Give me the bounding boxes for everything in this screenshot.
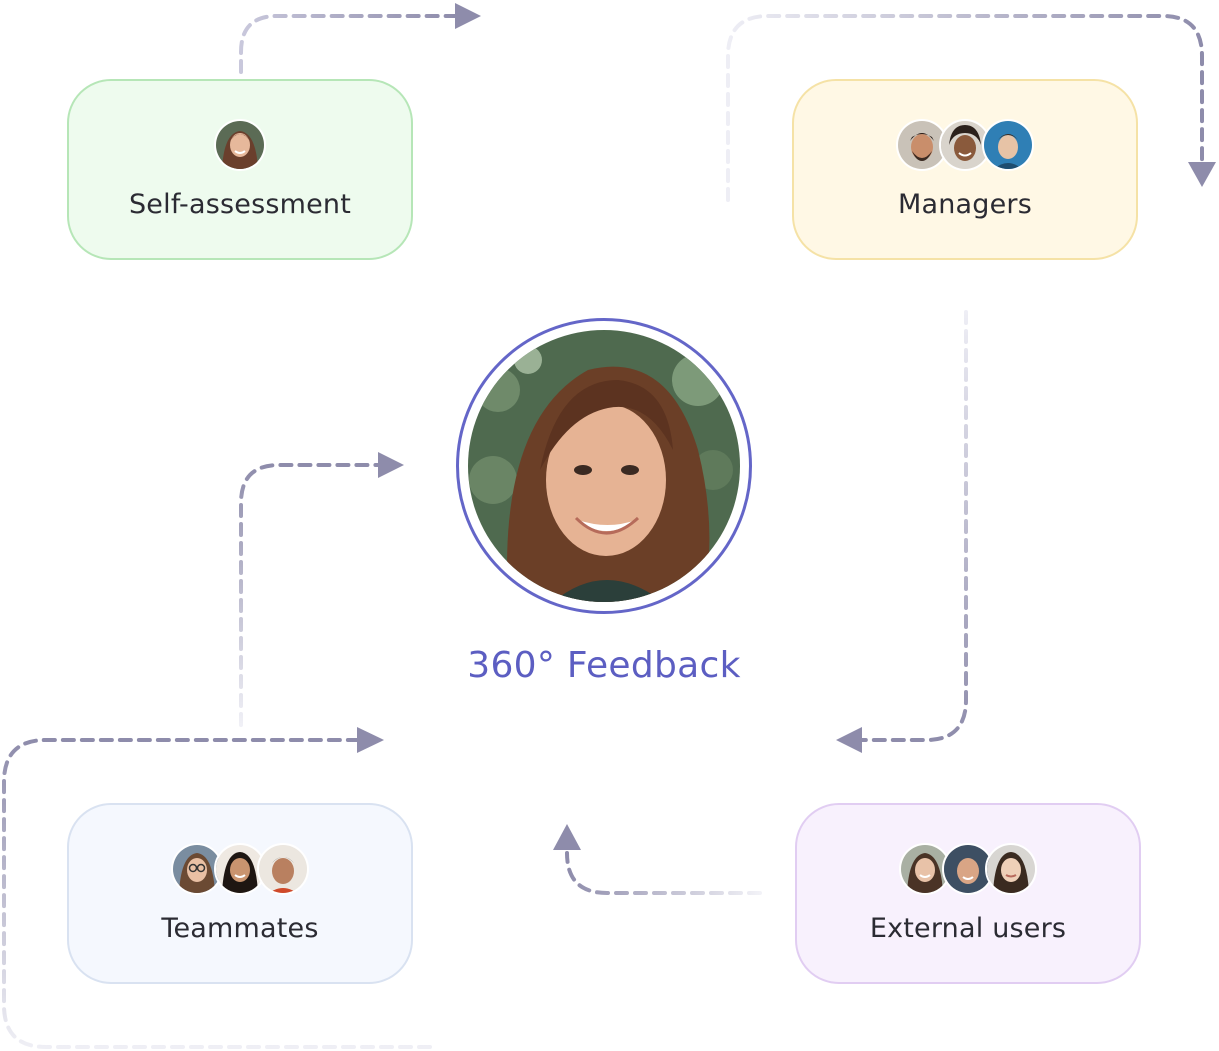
connector-team-center xyxy=(239,463,380,727)
avatar xyxy=(982,119,1034,171)
center-avatar xyxy=(456,318,752,614)
avatar xyxy=(257,843,309,895)
avatar xyxy=(896,119,948,171)
avatar xyxy=(214,119,266,171)
avatar-group xyxy=(797,843,1139,895)
diagram-title: 360° Feedback xyxy=(467,645,741,686)
avatar-group xyxy=(69,843,411,895)
node-managers: Managers xyxy=(792,79,1138,260)
arrowhead-team-center xyxy=(378,452,404,478)
node-external-users: External users xyxy=(795,803,1141,984)
avatar xyxy=(214,843,266,895)
connector-managers-center xyxy=(860,310,968,742)
node-label: Teammates xyxy=(161,913,319,944)
connector-self xyxy=(239,14,457,74)
node-label: External users xyxy=(869,913,1067,944)
avatar-group xyxy=(794,119,1136,171)
avatar xyxy=(171,843,223,895)
connector-loop xyxy=(2,738,432,1049)
center-portrait xyxy=(468,330,740,602)
arrowhead-self xyxy=(455,3,481,29)
arrowhead-loop xyxy=(357,727,384,753)
node-label: Self-assessment xyxy=(128,189,352,220)
arrowhead-managers-top xyxy=(1188,162,1216,187)
node-teammates: Teammates xyxy=(67,803,413,984)
avatar xyxy=(939,119,991,171)
arrowhead-managers-center xyxy=(836,727,862,753)
node-self-assessment: Self-assessment xyxy=(67,79,413,260)
node-label: Managers xyxy=(897,189,1033,220)
connector-external-center xyxy=(565,851,762,895)
avatar xyxy=(985,843,1037,895)
connector-managers-top xyxy=(726,14,1204,202)
arrowhead-external-center xyxy=(553,824,581,850)
avatar-group xyxy=(69,119,411,171)
